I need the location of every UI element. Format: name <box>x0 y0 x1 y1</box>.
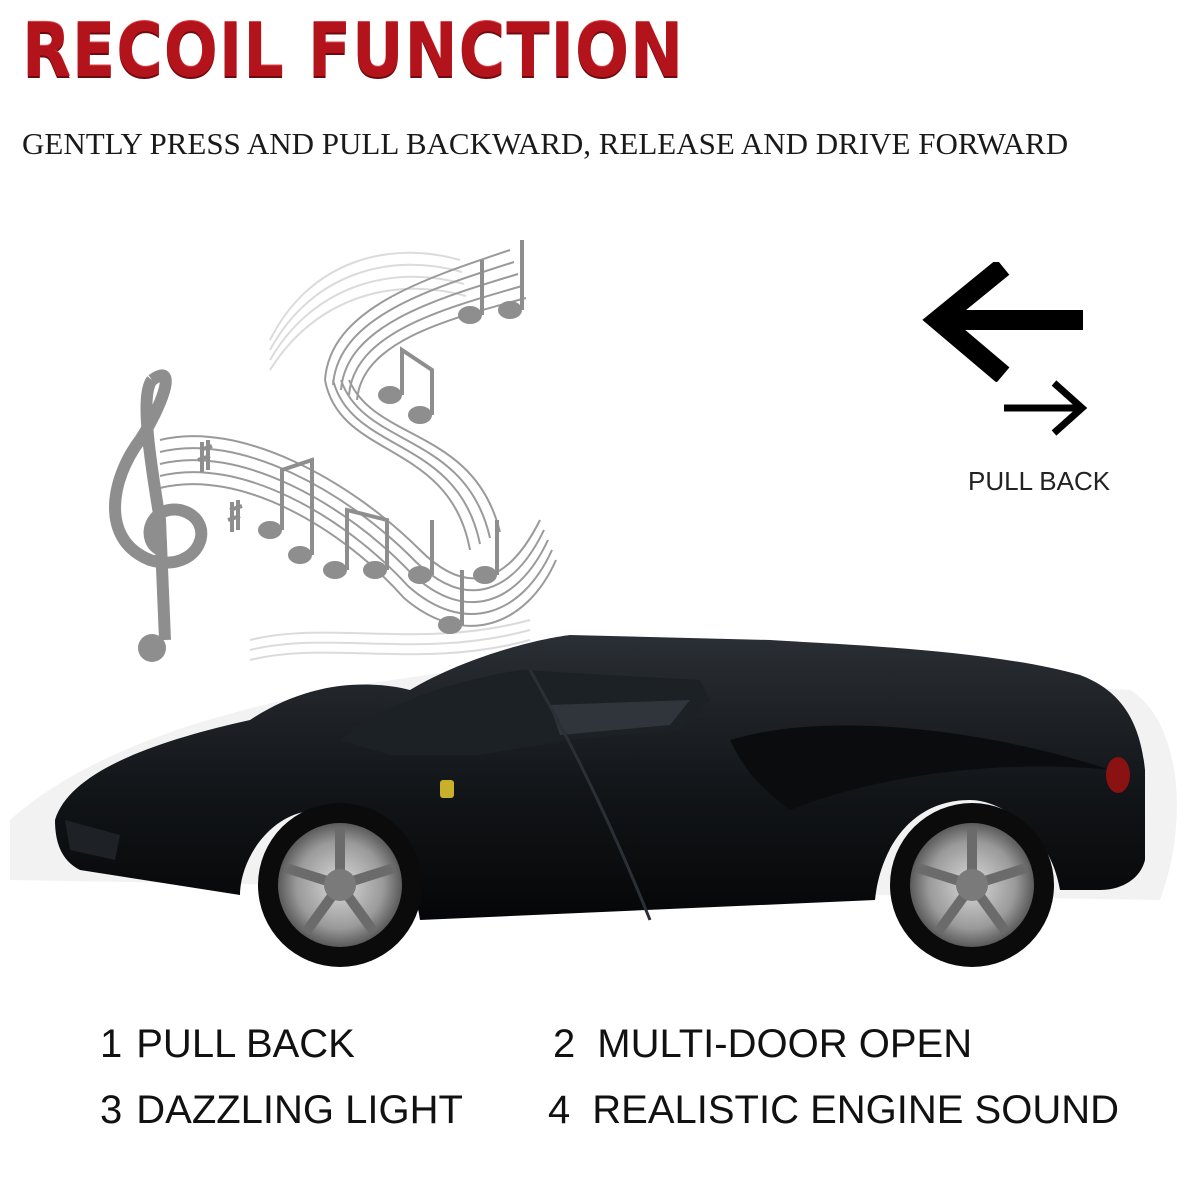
feature-label: MULTI-DOOR OPEN <box>597 1022 973 1066</box>
toy-car-image <box>10 635 1177 967</box>
arrow-left-icon <box>922 262 1083 382</box>
feature-number: 1 <box>100 1022 123 1066</box>
feature-item-1: 1 PULL BACK <box>100 1022 355 1067</box>
arrow-right-icon <box>1004 380 1088 436</box>
feature-number: 3 <box>100 1088 123 1132</box>
feature-label: PULL BACK <box>136 1022 355 1066</box>
page-title: RECOIL FUNCTION <box>22 8 685 94</box>
page-subtitle: GENTLY PRESS AND PULL BACKWARD, RELEASE … <box>22 126 1069 161</box>
feature-label: REALISTIC ENGINE SOUND <box>592 1088 1120 1132</box>
feature-item-2: 2 MULTI-DOOR OPEN <box>553 1022 972 1067</box>
feature-number: 2 <box>553 1022 576 1066</box>
feature-item-3: 3 DAZZLING LIGHT <box>100 1088 463 1133</box>
pull-back-label: PULL BACK <box>968 466 1111 496</box>
feature-number: 4 <box>548 1088 571 1132</box>
feature-label: DAZZLING LIGHT <box>136 1088 463 1132</box>
feature-item-4: 4 REALISTIC ENGINE SOUND <box>548 1088 1119 1133</box>
music-notes-icon <box>109 240 557 662</box>
